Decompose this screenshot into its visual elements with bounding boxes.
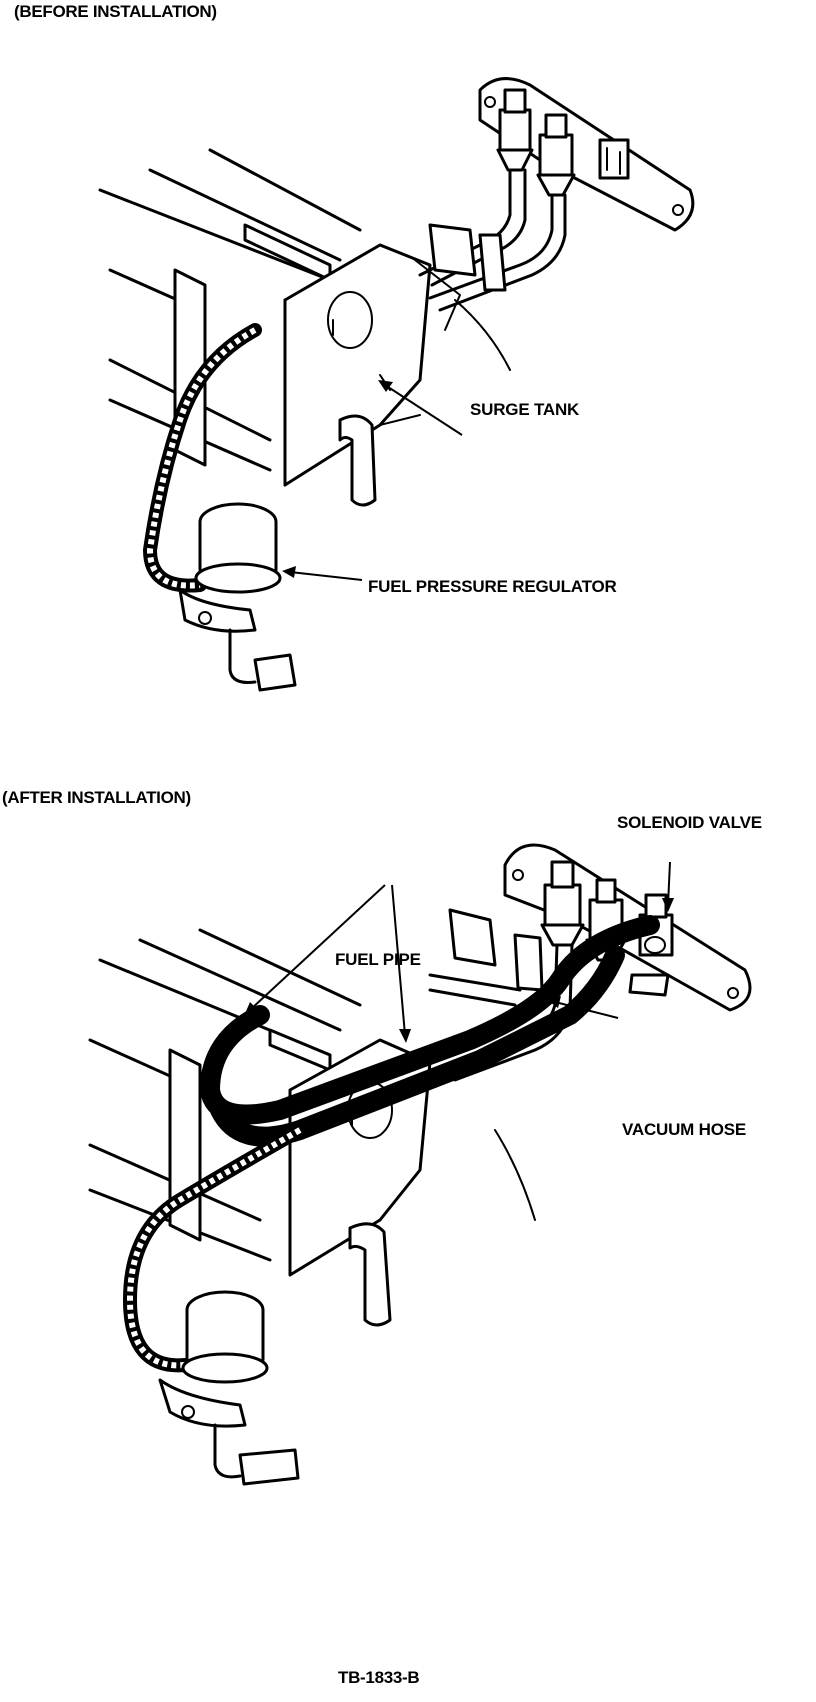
engine-block — [98, 148, 511, 507]
solenoid-valve-label: SOLENOID VALVE — [617, 813, 762, 832]
before-installation-caption: (BEFORE INSTALLATION) — [14, 2, 217, 21]
vacuum-hose-leader — [547, 996, 619, 1019]
solenoid-bracket — [478, 77, 695, 232]
vacuum-hose-label: VACUUM HOSE — [622, 1120, 747, 1139]
after-installation-caption: (AFTER INSTALLATION) — [2, 788, 191, 807]
fuel-pressure-regulator-label: FUEL PRESSURE REGULATOR — [368, 577, 617, 596]
coil-hose-before — [142, 323, 262, 593]
surge-tank-label: SURGE TANK — [470, 400, 580, 419]
surge-tank-leader — [378, 380, 463, 436]
fuel-pipe-label: FUEL PIPE — [335, 950, 421, 969]
coil-hose-after — [122, 1123, 307, 1373]
fuel-pipes-before — [414, 168, 567, 331]
fuel-pressure-regulator-before — [178, 502, 297, 692]
after-installation-figure — [0, 800, 816, 1560]
vacuum-hose — [199, 915, 660, 1147]
figure-id: TB-1833-B — [338, 1668, 420, 1687]
after-diagram — [88, 843, 752, 1486]
fuel-pressure-regulator-after — [158, 1290, 300, 1486]
before-diagram — [98, 77, 695, 692]
solenoid-valve-leader — [662, 861, 674, 912]
before-installation-figure — [0, 30, 816, 710]
fuel-pipe-leader — [244, 884, 411, 1043]
regulator-leader — [282, 566, 363, 581]
